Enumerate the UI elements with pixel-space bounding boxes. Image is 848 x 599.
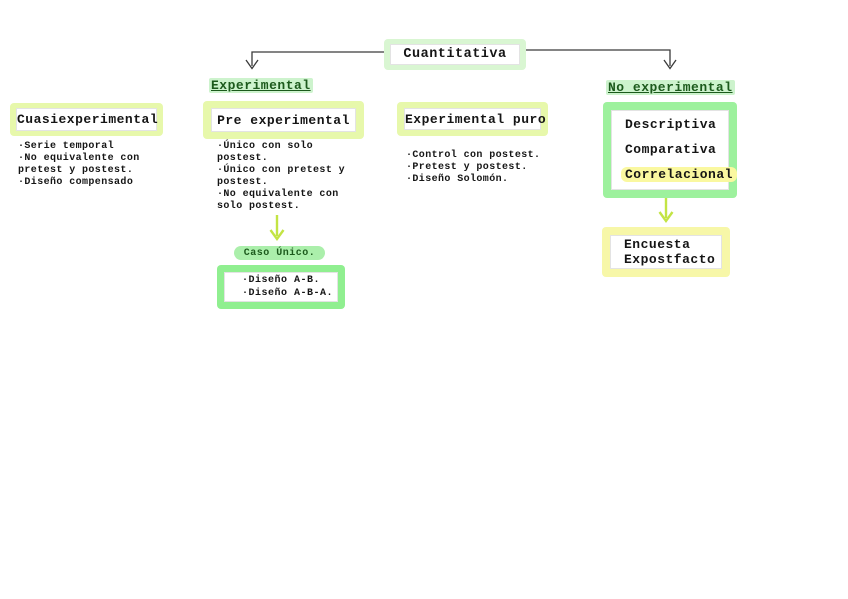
node-encuesta-inner: Encuesta Expostfacto (610, 235, 722, 269)
arrowhead-no-experimental-icon (663, 59, 677, 70)
diseno-notes: ·Diseño A-B. ·Diseño A-B-A. (242, 275, 334, 299)
node-no-experimental-types-inner: Descriptiva Comparativa Correlacional (611, 110, 737, 190)
node-diseno-caso-unico: ·Diseño A-B. ·Diseño A-B-A. (217, 265, 345, 309)
node-encuesta-expostfacto: Encuesta Expostfacto (602, 227, 730, 277)
node-experimental-puro-inner: Experimental puro (404, 108, 547, 130)
branch-label-no-experimental: No experimental (606, 80, 735, 95)
node-pre-experimental-label: Pre experimental (217, 112, 350, 128)
arrowhead-encuesta-icon (658, 211, 674, 224)
node-cuantitativa-label: Cuantitativa (403, 47, 507, 62)
node-cuasiexperimental-label: Cuasiexperimental (17, 112, 159, 127)
node-cuasiexperimental: Cuasiexperimental (10, 103, 163, 136)
connector-to-no-experimental (526, 49, 671, 66)
type-item-comparativa: Comparativa (625, 142, 717, 157)
pre-experimental-notes: ·Único con solo postest. ·Único con pret… (217, 141, 346, 212)
arrowhead-caso-unico-icon (269, 229, 285, 242)
node-cuantitativa: Cuantitativa (384, 39, 526, 70)
node-experimental-puro-label: Experimental puro (405, 111, 547, 127)
encuesta-label: Encuesta Expostfacto (624, 237, 716, 267)
caso-unico-label: Caso Único. (234, 246, 325, 260)
node-no-experimental-types: Descriptiva Comparativa Correlacional (603, 102, 737, 198)
node-pre-experimental-inner: Pre experimental (211, 108, 356, 132)
node-diseno-inner: ·Diseño A-B. ·Diseño A-B-A. (224, 272, 338, 302)
node-pre-experimental: Pre experimental (203, 101, 364, 139)
cuasiexperimental-notes: ·Serie temporal ·No equivalente con pret… (18, 141, 140, 188)
arrowhead-experimental-icon (245, 59, 259, 70)
branch-label-experimental: Experimental (209, 78, 313, 93)
node-experimental-puro: Experimental puro (397, 102, 548, 136)
type-item-descriptiva: Descriptiva (625, 117, 717, 132)
node-cuantitativa-inner: Cuantitativa (390, 44, 520, 65)
node-cuasiexperimental-inner: Cuasiexperimental (16, 108, 159, 131)
connector-to-experimental (251, 51, 384, 66)
experimental-puro-notes: ·Control con postest. ·Pretest y postest… (406, 150, 541, 185)
type-item-correlacional: Correlacional (621, 167, 737, 182)
